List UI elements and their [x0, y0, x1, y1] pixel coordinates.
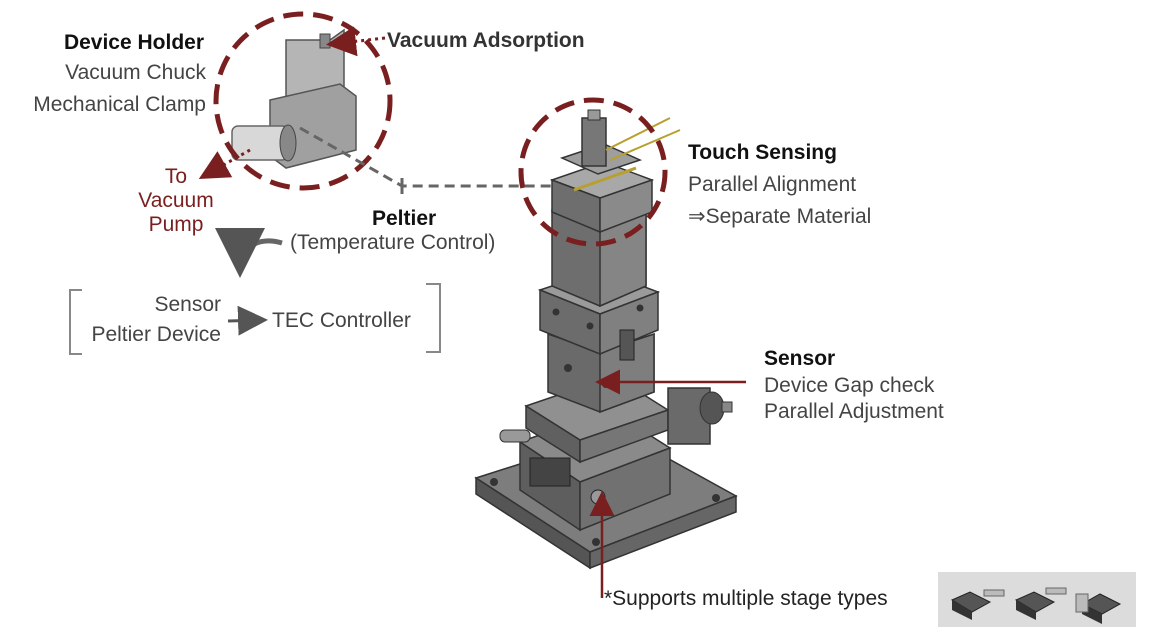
peltier-subtitle: (Temperature Control)	[290, 231, 496, 254]
sensor-line2: Parallel Adjustment	[764, 400, 944, 423]
sensor-line1: Device Gap check	[764, 374, 935, 397]
tec-sensor: Sensor	[154, 293, 221, 316]
vacuum-adsorption-label: Vacuum Adsorption	[387, 29, 585, 52]
vacuum-pump-line2: Vacuum	[138, 189, 214, 212]
tec-peltier-device: Peltier Device	[91, 323, 221, 346]
tec-right-bracket	[426, 283, 441, 353]
footer-note: *Supports multiple stage types	[604, 587, 888, 610]
device-holder-line2: Mechanical Clamp	[33, 93, 206, 116]
device-holder-line1: Vacuum Chuck	[65, 61, 206, 84]
motor	[667, 387, 733, 445]
vacuum-pump-label: To Vacuum Pump	[126, 165, 226, 237]
peltier-title: Peltier	[372, 207, 437, 230]
device-holder-circle	[213, 11, 393, 191]
stage-types-thumbnail	[938, 572, 1136, 627]
sensor-title: Sensor	[764, 347, 836, 370]
vacuum-pump-line3: Pump	[148, 213, 204, 236]
tec-left-bracket	[69, 289, 82, 355]
touch-sensing-title: Touch Sensing	[688, 141, 837, 164]
device-holder-closeup	[231, 28, 357, 169]
top-head-circle	[518, 97, 668, 247]
top-head	[549, 109, 681, 234]
touch-sensing-line1: Parallel Alignment	[688, 173, 857, 196]
column-upper	[551, 208, 647, 308]
tec-controller: TEC Controller	[272, 309, 411, 332]
device-holder-title: Device Holder	[63, 31, 204, 54]
touch-sensing-line2: ⇒Separate Material	[688, 205, 872, 228]
vacuum-pump-line1: To	[164, 165, 188, 188]
